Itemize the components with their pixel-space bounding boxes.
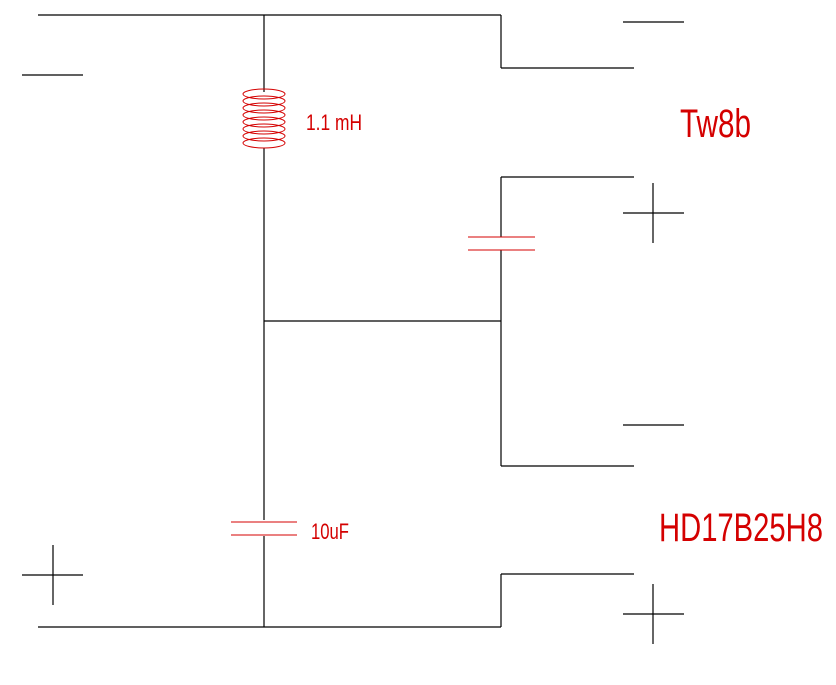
- capacitor-low-icon: [231, 521, 297, 536]
- capacitor-high-icon: [468, 236, 535, 251]
- woofer-plus-icon: [623, 584, 684, 644]
- tweeter-plus-icon: [623, 183, 684, 243]
- inductor-value-label: 1.1 mH: [306, 110, 362, 135]
- tweeter-name-label: Tw8b: [680, 102, 751, 146]
- woofer-name-label: HD17B25H8: [659, 506, 823, 550]
- tweeter-terminals: [623, 21, 684, 243]
- woofer-terminals: [623, 424, 684, 644]
- input-terminals: [22, 74, 83, 605]
- capacitor-low-value-label: 10uF: [311, 519, 349, 544]
- wiring: [38, 14, 634, 628]
- input-plus-icon: [22, 545, 83, 605]
- inductor-coil-icon: [242, 88, 286, 149]
